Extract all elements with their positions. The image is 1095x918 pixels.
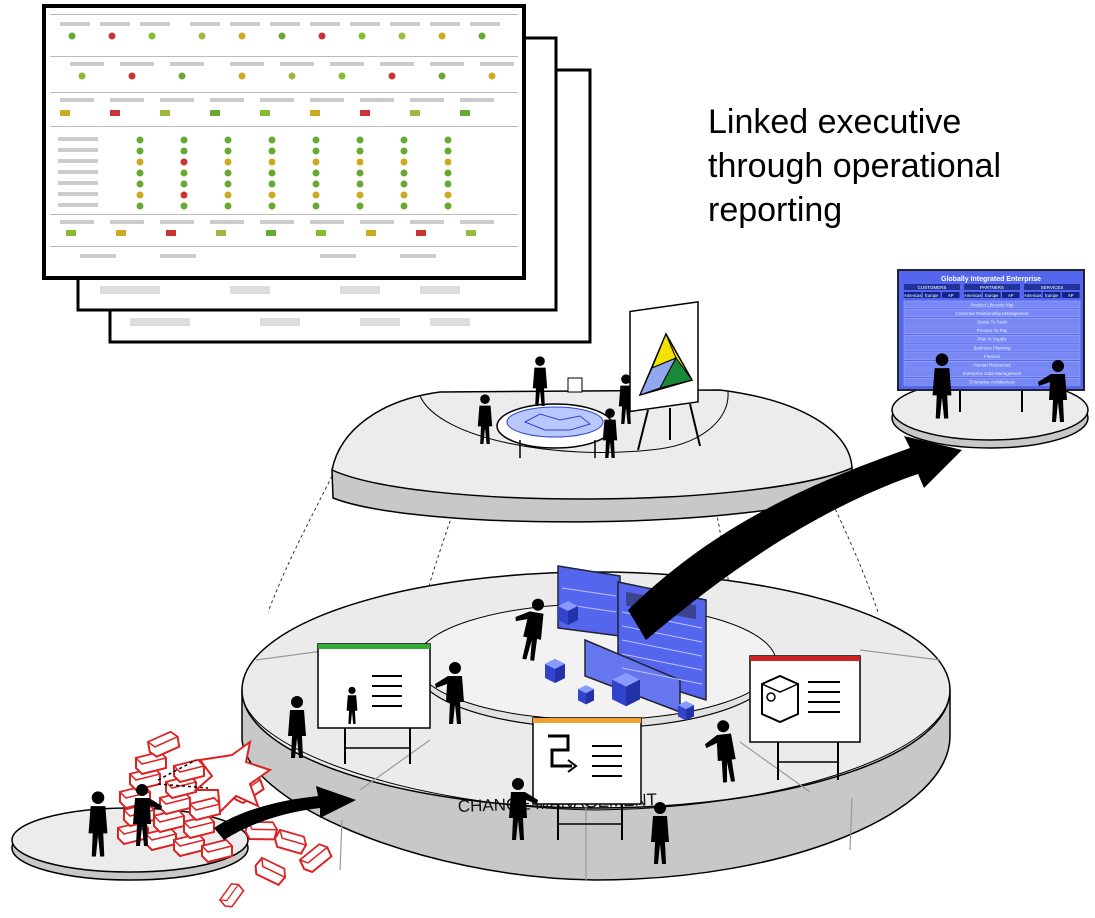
- strategy-easel: [629, 301, 701, 451]
- meeting-platform: [331, 301, 853, 523]
- billboard-region-tab: Europe: [985, 293, 999, 298]
- whiteboard-orange: [509, 717, 669, 864]
- report-sheet-front: [42, 4, 526, 280]
- report-sheets: [42, 4, 592, 344]
- billboard-row-label: Quote To Cash: [977, 320, 1007, 325]
- billboard-region-tab: AP: [1068, 293, 1074, 298]
- whiteboard-red: [702, 655, 861, 785]
- dashboard-grid: [50, 14, 518, 258]
- billboard-row-label: Human Resources: [973, 363, 1011, 368]
- billboard-row-label: Enterprise Architecture: [969, 380, 1015, 385]
- billboard-column-header: CUSTOMERS: [918, 285, 947, 290]
- billboard-row-label: Customer Relationship Management: [955, 311, 1029, 316]
- impact-burst: [193, 739, 273, 815]
- billboard-region-tab: Americas: [1024, 293, 1041, 298]
- progress-arrow-upper: [628, 436, 962, 640]
- billboard-row-label: Product Lifecycle Mgt: [970, 302, 1014, 307]
- caption: Linked executive through operational rep…: [708, 100, 1068, 232]
- billboard-region-tab: Americas: [904, 293, 921, 298]
- progress-arrow-lower: [214, 786, 356, 840]
- billboard-column-header: PARTNERS: [980, 285, 1004, 290]
- billboard-region-tab: Europe: [1045, 293, 1059, 298]
- billboard-region-tab: AP: [948, 293, 954, 298]
- enterprise-billboard: Globally Integrated Enterprise CUSTOMERS…: [897, 269, 1085, 391]
- billboard-title: Globally Integrated Enterprise: [941, 276, 1041, 283]
- billboard-row-label: Finance: [984, 354, 1001, 359]
- billboard-region-tab: Americas: [964, 293, 981, 298]
- billboard-region-tab: AP: [1008, 293, 1014, 298]
- billboard-region-tab: Europe: [925, 293, 939, 298]
- caption-line-1: Linked executive: [708, 103, 962, 141]
- starting-platform: [11, 729, 356, 911]
- enterprise-platform: Globally Integrated Enterprise CUSTOMERS…: [891, 269, 1089, 449]
- whiteboard-green: [288, 643, 464, 764]
- billboard-row-label: Enterprise Data Management: [963, 371, 1023, 376]
- caption-line-2: through operational: [708, 147, 1002, 185]
- billboard-row-label: Plan to Supply: [977, 337, 1007, 342]
- billboard-column-header: SERVICES: [1041, 285, 1064, 290]
- billboard-row-label: Business Planning: [973, 345, 1011, 350]
- caption-line-3: reporting: [708, 191, 843, 229]
- billboard-row-label: Procure To Pay: [977, 328, 1008, 333]
